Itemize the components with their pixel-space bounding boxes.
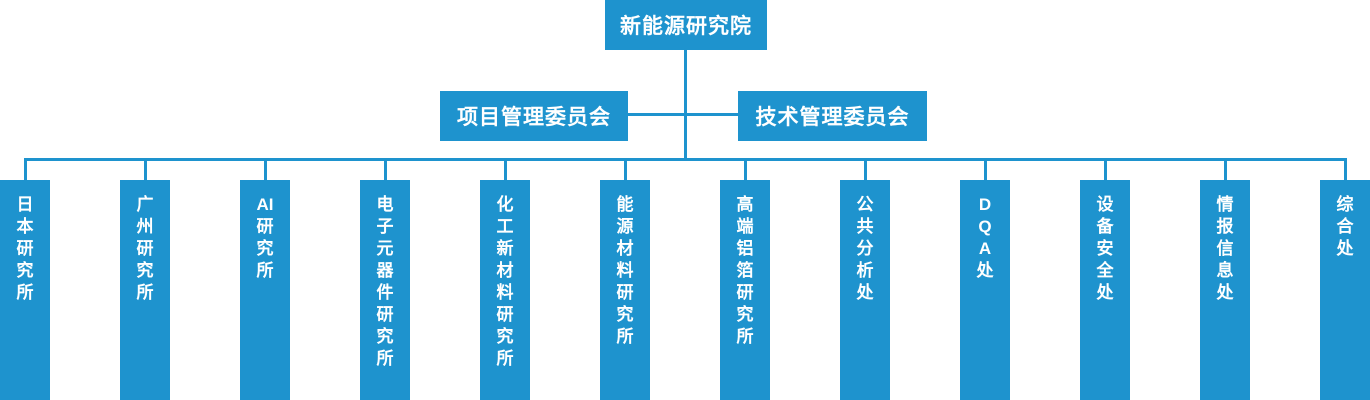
connector-drop: [264, 158, 267, 182]
org-node-chemical-new-materials-institute: 化 工 新 材 料 研 究 所: [480, 180, 530, 400]
org-node-public-analysis-division: 公 共 分 析 处: [840, 180, 890, 400]
connector-drop: [144, 158, 147, 182]
connector-drop: [24, 158, 27, 182]
connector-drop: [864, 158, 867, 182]
org-node-energy-materials-institute: 能 源 材 料 研 究 所: [600, 180, 650, 400]
connector-main-horizontal: [24, 158, 1347, 161]
org-node-committee-project-management: 项目管理委员会: [440, 91, 628, 141]
org-node-general-affairs-division: 综 合 处: [1320, 180, 1370, 400]
connector-drop: [1104, 158, 1107, 182]
org-node-guangzhou-institute: 广 州 研 究 所: [120, 180, 170, 400]
org-node-equipment-safety-division: 设 备 安 全 处: [1080, 180, 1130, 400]
connector-root-vertical: [684, 50, 687, 161]
connector-drop: [624, 158, 627, 182]
connector-drop: [744, 158, 747, 182]
org-node-root-label: 新能源研究院: [620, 15, 752, 38]
connector-drop: [1344, 158, 1347, 182]
org-node-dqa-division: D Q A 处: [960, 180, 1010, 400]
connector-committees-horizontal: [628, 113, 738, 116]
org-node-ai-institute: AI 研 究 所: [240, 180, 290, 400]
connector-drop: [384, 158, 387, 182]
org-node-committee-technology-management: 技术管理委员会: [738, 91, 927, 141]
committee-label: 项目管理委员会: [457, 106, 611, 129]
org-node-high-end-aluminum-foil-institute: 高 端 铝 箔 研 究 所: [720, 180, 770, 400]
connector-drop: [984, 158, 987, 182]
org-node-intelligence-information-division: 情 报 信 息 处: [1200, 180, 1250, 400]
org-node-root: 新能源研究院: [605, 0, 767, 50]
org-node-electronic-components-institute: 电 子 元 器 件 研 究 所: [360, 180, 410, 400]
org-node-japan-institute: 日 本 研 究 所: [0, 180, 50, 400]
connector-drop: [504, 158, 507, 182]
connector-drop: [1224, 158, 1227, 182]
committee-label: 技术管理委员会: [755, 106, 910, 129]
